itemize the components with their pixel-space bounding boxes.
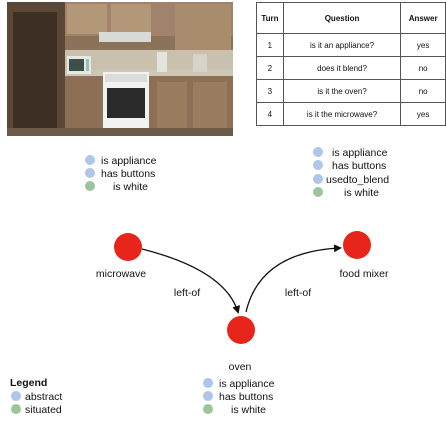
attr-dot-abstract [313,174,323,184]
legend-situated-swatch [11,404,21,414]
kitchen-photo [7,2,233,136]
attr-dot-abstract [85,155,95,165]
answer-cell: yes [400,33,446,57]
question-cell: is it the oven? [282,79,402,103]
food-mixer-attr-2: has buttons [332,160,386,172]
oven-label: oven [229,361,252,373]
table-row: 3 is it the oven? no [256,79,446,103]
legend-situated-label: situated [25,404,62,416]
attr-dot-situated [313,187,323,197]
turn-cell: 4 [256,102,284,126]
legend-abstract-label: abstract [25,391,62,403]
question-cell: does it blend? [282,56,402,80]
question-cell: is it an appliance? [282,33,402,57]
table-row: 2 does it blend? no [256,56,446,80]
legend-title: Legend [10,377,47,389]
turn-cell: 1 [256,33,284,57]
attr-dot-abstract [203,391,213,401]
node-oven: oven is appliance has buttons is white [203,316,275,416]
food-mixer-node-circle [343,231,371,259]
table-row: 4 is it the microwave? yes [256,102,446,126]
answer-cell: no [400,56,446,80]
legend: Legend abstract situated [10,377,62,416]
table-row: 1 is it an appliance? yes [256,33,446,57]
attr-dot-abstract [313,160,323,170]
edge-microwave-oven [141,248,241,314]
microwave-attr-2: has buttons [101,168,155,180]
answer-cell: no [400,79,446,103]
microwave-label: microwave [96,268,146,280]
node-microwave: microwave is appliance has buttons is wh… [85,155,157,280]
edge-label-left-of-1: left-of [174,287,200,299]
attr-dot-abstract [313,147,323,157]
edge-oven-food-mixer [245,244,342,313]
question-header: Question [282,2,402,34]
microwave-node-circle [114,233,142,261]
oven-node-circle [227,316,255,344]
food-mixer-label: food mixer [339,268,389,280]
turn-cell: 3 [256,79,284,103]
oven-attr-1: is appliance [219,378,275,390]
turn-cell: 2 [256,56,284,80]
attr-dot-abstract [203,378,213,388]
answer-cell: yes [400,102,446,126]
food-mixer-attr-4: is white [344,187,379,199]
oven-attr-2: has buttons [219,391,273,403]
question-cell: is it the microwave? [282,102,402,126]
scene-graph: left-of left-of microwave is appliance h… [10,147,389,416]
answer-header: Answer [400,2,446,34]
food-mixer-attr-3: usedto_blend [326,174,389,186]
attr-dot-situated [203,404,213,414]
oven-attr-3: is white [231,404,266,416]
edge-label-left-of-2: left-of [285,287,311,299]
table-header-row: Turn Question Answer [256,2,446,34]
microwave-attr-3: is white [113,181,148,193]
legend-abstract-swatch [11,391,21,401]
food-mixer-attr-1: is appliance [332,147,388,159]
attr-dot-abstract [85,168,95,178]
turn-header: Turn [256,2,284,34]
node-food-mixer: food mixer is appliance has buttons used… [313,147,389,280]
dialog-table: Turn Question Answer 1 is it an applianc… [256,2,446,126]
attr-dot-situated [85,181,95,191]
microwave-attr-1: is appliance [101,155,157,167]
